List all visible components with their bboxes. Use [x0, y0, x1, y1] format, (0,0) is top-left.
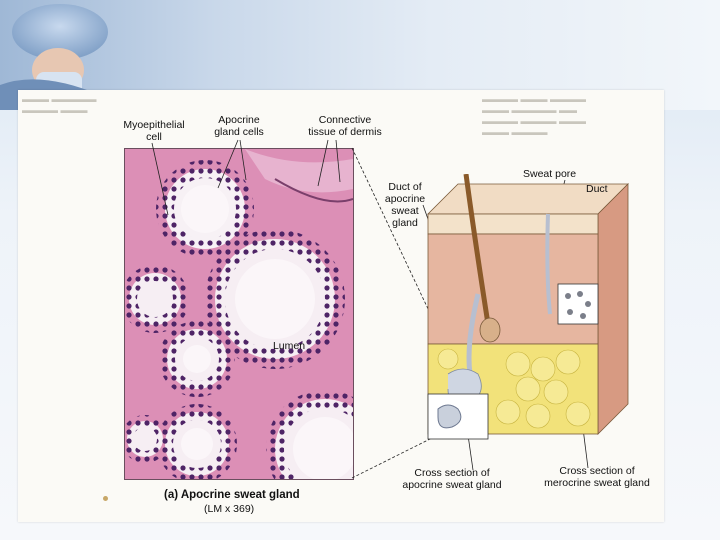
micrograph: [124, 148, 354, 480]
label-duct: Duct: [586, 183, 608, 195]
skin-block-diagram: [427, 174, 629, 440]
textbook-page: ▬▬▬▬ ▬▬▬ ▬▬▬▬▬▬▬ ▬▬▬▬▬ ▬▬▬▬▬▬ ▬▬▬▬ ▬▬▬▬▬…: [18, 90, 664, 522]
label-duct-of-apocrine: Duct of apocrine sweat gland: [384, 181, 426, 229]
micrograph-image: [125, 149, 353, 479]
label-sweat-pore: Sweat pore: [523, 168, 577, 180]
faint-text-block: ▬▬▬ ▬▬▬▬▬▬▬▬▬ ▬▬▬: [22, 94, 97, 115]
bullet-dot: [103, 496, 108, 501]
faint-text-block: ▬▬▬▬ ▬▬▬ ▬▬▬▬▬▬▬ ▬▬▬▬▬ ▬▬▬▬▬▬ ▬▬▬▬ ▬▬▬▬▬…: [482, 94, 587, 137]
figure-caption-magnification: (LM x 369): [204, 503, 255, 515]
label-lumen: Lumen: [272, 340, 306, 352]
figure-caption-title: (a) Apocrine sweat gland: [164, 489, 300, 501]
